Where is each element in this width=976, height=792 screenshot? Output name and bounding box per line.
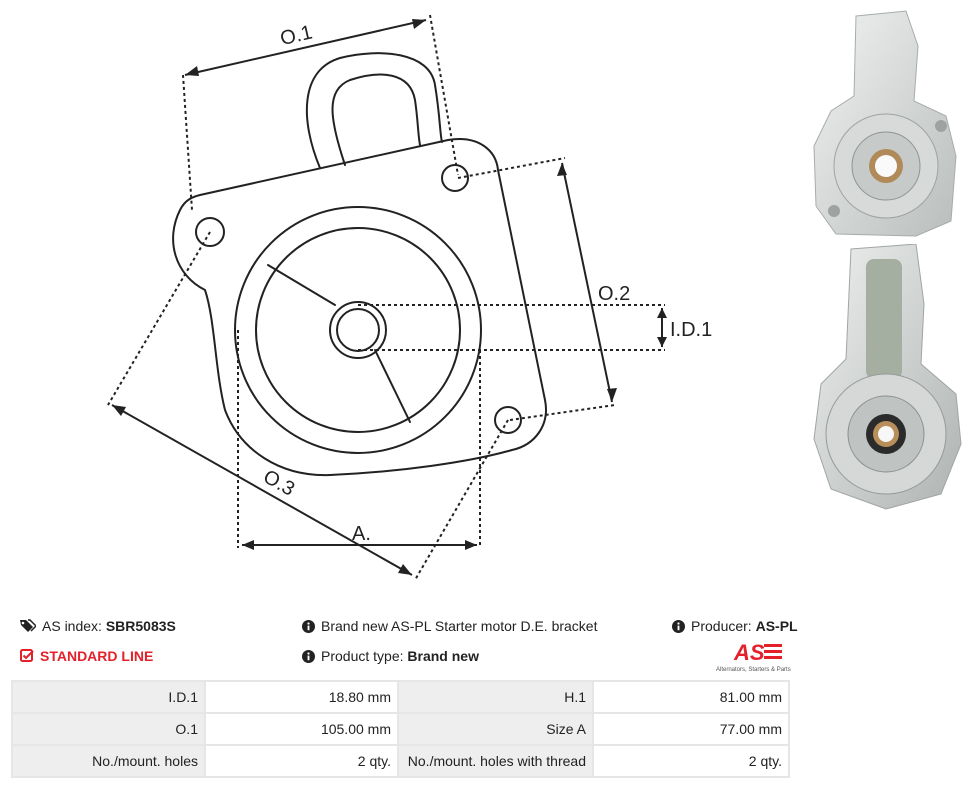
o1-ext-left bbox=[182, 74, 193, 211]
bracket-ear bbox=[305, 52, 443, 169]
info-circle-icon bbox=[672, 620, 685, 633]
spec-label: O.1 bbox=[11, 712, 206, 746]
spec-value: 77.00 mm bbox=[592, 712, 790, 746]
mount-hole-bottom-right bbox=[494, 406, 522, 434]
spec-value: 105.00 mm bbox=[204, 712, 399, 746]
spec-value: 18.80 mm bbox=[204, 680, 399, 714]
spec-value: 81.00 mm bbox=[592, 680, 790, 714]
id1-label: I.D.1 bbox=[670, 319, 712, 341]
o3-arrow-left bbox=[112, 405, 126, 416]
o2-ext-top bbox=[457, 157, 566, 179]
producer-label: Producer: bbox=[691, 618, 752, 634]
spec-value: 2 qty. bbox=[204, 744, 399, 778]
product-photo-rear bbox=[813, 244, 962, 510]
spec-label: No./mount. holes bbox=[11, 744, 206, 778]
a-arrow-left bbox=[242, 540, 254, 550]
o1-arrow-left bbox=[185, 66, 199, 76]
id1-arrow-top bbox=[657, 308, 667, 318]
spec-label: H.1 bbox=[397, 680, 594, 714]
spec-label: Size A bbox=[397, 712, 594, 746]
o3-ext-right bbox=[414, 419, 509, 581]
o2-dimension-line bbox=[561, 162, 613, 403]
o2-arrow-top bbox=[557, 163, 567, 176]
mount-hole-top-right bbox=[441, 164, 469, 192]
product-photo-front bbox=[813, 10, 957, 237]
technical-drawing: O.1 O.2 I.D.1 O.3 A. bbox=[107, 14, 712, 581]
o2-arrow-bottom bbox=[607, 388, 617, 402]
o2-ext-bottom bbox=[509, 404, 616, 421]
tags-icon bbox=[20, 619, 36, 632]
o3-ext-left bbox=[107, 231, 211, 406]
producer-value: AS-PL bbox=[755, 618, 798, 634]
logo-tagline: Alternators, Starters & Parts bbox=[716, 667, 791, 673]
description-row: Brand new AS-PL Starter motor D.E. brack… bbox=[302, 617, 598, 635]
spec-label: I.D.1 bbox=[11, 680, 206, 714]
bore-inner bbox=[336, 308, 380, 352]
spec-value: 2 qty. bbox=[592, 744, 790, 778]
product-description: Brand new AS-PL Starter motor D.E. brack… bbox=[321, 618, 598, 634]
as-pl-logo: AS Alternators, Starters & Parts bbox=[716, 640, 791, 673]
bracket-ear-inner bbox=[331, 73, 421, 166]
mount-hole-left bbox=[195, 217, 225, 247]
o1-dimension-line bbox=[184, 19, 427, 76]
outer-ring bbox=[234, 206, 482, 454]
product-type-label: Product type: bbox=[321, 648, 404, 664]
logo-mark: AS bbox=[733, 640, 765, 665]
flange-outline bbox=[172, 138, 547, 477]
bore-outer bbox=[329, 301, 387, 359]
o2-label: O.2 bbox=[598, 283, 630, 305]
info-circle-icon bbox=[302, 650, 315, 663]
standard-line-badge: STANDARD LINE bbox=[20, 647, 153, 665]
o1-arrow-right bbox=[412, 19, 426, 29]
info-circle-icon bbox=[302, 620, 315, 633]
as-index-row: AS index: SBR5083S bbox=[20, 617, 176, 635]
id1-arrow-bottom bbox=[657, 337, 667, 347]
o1-ext-right bbox=[429, 14, 459, 176]
spec-label: No./mount. holes with thread bbox=[397, 744, 594, 778]
a-arrow-right bbox=[465, 540, 477, 550]
product-type-row: Product type: Brand new bbox=[302, 647, 479, 665]
inner-ring bbox=[255, 227, 461, 433]
web-sector bbox=[267, 264, 411, 423]
as-index-value: SBR5083S bbox=[105, 618, 176, 634]
a-label: A. bbox=[352, 523, 371, 545]
standard-line-text: STANDARD LINE bbox=[40, 648, 154, 664]
producer-row: Producer: AS-PL bbox=[672, 617, 798, 635]
o3-arrow-right bbox=[398, 564, 412, 575]
product-type-value: Brand new bbox=[407, 648, 479, 664]
as-index-label: AS index: bbox=[42, 618, 102, 634]
check-square-icon bbox=[20, 649, 34, 662]
o3-dimension-line bbox=[111, 404, 413, 576]
